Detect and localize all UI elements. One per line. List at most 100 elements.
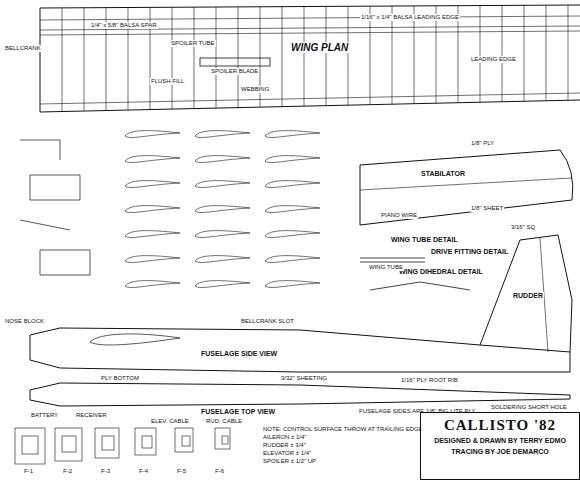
wing-tube-detail bbox=[360, 258, 425, 262]
wing-rib bbox=[480, 6, 481, 103]
part-note: PLY BOTTOM bbox=[100, 375, 140, 382]
airfoil-rib bbox=[125, 131, 180, 138]
wing-rib bbox=[546, 5, 547, 101]
part-note: 1/8" SHEET bbox=[470, 205, 504, 212]
wing-rib bbox=[238, 7, 239, 108]
part-note: 3/16" SQ bbox=[510, 224, 536, 231]
former bbox=[95, 428, 119, 458]
part-note: RECEIVER bbox=[75, 412, 108, 419]
former-cutout bbox=[142, 436, 152, 448]
former-number: F-4 bbox=[138, 468, 149, 475]
former-cutout bbox=[222, 436, 228, 444]
wing-spar bbox=[40, 16, 580, 35]
wing-outline bbox=[40, 5, 580, 112]
former bbox=[175, 428, 193, 452]
part-note: SPOILER TUBE bbox=[170, 40, 216, 47]
airfoil-rib bbox=[125, 181, 180, 188]
part-note: 1/16" PLY ROOT RIB bbox=[400, 377, 459, 384]
airfoil-rib bbox=[265, 156, 320, 163]
airfoil-rib bbox=[195, 131, 250, 138]
credit-line: DESIGNED & DRAWN BY TERRY EDMO bbox=[421, 437, 579, 445]
part-note: BATTERY bbox=[30, 412, 59, 419]
wing-rib bbox=[304, 7, 305, 107]
detail-title: WING DIHEDRAL DETAIL bbox=[398, 268, 484, 276]
wing-rib bbox=[568, 5, 569, 100]
wing-rib bbox=[370, 6, 371, 105]
former bbox=[215, 428, 230, 449]
part-note: 1/16" x 1/4" BALSA LEADING EDGE bbox=[360, 14, 460, 21]
former-number: F-2 bbox=[62, 468, 73, 475]
dihedral-detail bbox=[370, 282, 470, 290]
airfoil-rib bbox=[125, 231, 180, 238]
detail-title: WING TUBE DETAIL bbox=[390, 236, 459, 244]
wing-rib bbox=[392, 6, 393, 104]
airfoil-rib bbox=[265, 181, 320, 188]
note: ELEVATOR ± 1/4" bbox=[262, 450, 312, 457]
airfoil-rib bbox=[125, 256, 180, 263]
former-number: F-3 bbox=[100, 468, 111, 475]
part-note: ELEV. CABLE bbox=[150, 418, 190, 425]
former-number: F-6 bbox=[214, 468, 225, 475]
part-note: LEADING EDGE bbox=[470, 56, 517, 63]
root-rib bbox=[90, 334, 180, 345]
wing-rib bbox=[502, 5, 503, 101]
note: RUDDER ± 3/4" bbox=[262, 442, 307, 449]
airfoil-rib bbox=[265, 231, 320, 238]
part-note: SOLDERING SHORT HOLE bbox=[490, 404, 568, 411]
former bbox=[55, 428, 82, 461]
stabilator-spar bbox=[360, 178, 572, 190]
airfoil-rib bbox=[265, 281, 320, 288]
former-number: F-5 bbox=[176, 468, 187, 475]
wing-rib bbox=[84, 8, 85, 111]
airfoil-rib bbox=[125, 156, 180, 163]
part-note: 1/4" x 5/8" BALSA SPAR bbox=[90, 22, 158, 29]
wing-rib bbox=[216, 7, 217, 108]
wing-rib bbox=[326, 6, 327, 105]
note: AILERON ± 1/4" bbox=[262, 434, 307, 441]
note: NOTE: CONTROL SURFACE THROW AT TRAILING … bbox=[262, 426, 424, 433]
former-number: F-1 bbox=[23, 468, 34, 475]
stabilator-outline bbox=[360, 150, 573, 225]
aileron-horn-detail bbox=[20, 140, 90, 275]
wing-rib bbox=[524, 5, 525, 101]
part-note: SPOILER BLADE bbox=[210, 68, 259, 75]
part-note: WEBBING bbox=[240, 86, 270, 93]
note: SPOILER ± 1/2" UP bbox=[262, 458, 317, 465]
airfoil-rib bbox=[265, 256, 320, 263]
view-title: FUSELAGE SIDE VIEW bbox=[200, 350, 278, 358]
view-title: RUDDER bbox=[512, 292, 544, 300]
wing-trailing-edge bbox=[40, 93, 580, 104]
airfoil-rib bbox=[195, 231, 250, 238]
fuselage-side bbox=[30, 328, 570, 372]
former-cutout bbox=[182, 436, 190, 446]
former bbox=[135, 428, 156, 455]
airfoil-rib bbox=[195, 206, 250, 213]
airfoil-rib bbox=[125, 281, 180, 288]
wing-rib bbox=[194, 7, 195, 108]
former-cutout bbox=[22, 436, 38, 454]
airfoil-rib bbox=[265, 131, 320, 138]
part-note: RUD. CABLE bbox=[205, 418, 243, 425]
part-note: BELLCRANK bbox=[4, 45, 42, 52]
plan-title: CALLISTO '82 bbox=[421, 417, 579, 434]
part-note: PIANO WIRE bbox=[380, 212, 418, 219]
detail-title: DRIVE FITTING DETAIL bbox=[430, 248, 509, 256]
view-title: STABILATOR bbox=[420, 170, 466, 178]
spoiler bbox=[200, 58, 270, 66]
part-note: NOSE BLOCK bbox=[4, 318, 45, 325]
airfoil-rib bbox=[195, 256, 250, 263]
title-block: CALLISTO '82DESIGNED & DRAWN BY TERRY ED… bbox=[420, 412, 580, 480]
view-title: WING PLAN bbox=[290, 42, 349, 53]
credit-line: TRACING BY JOE DEMARCO bbox=[421, 448, 579, 456]
airfoil-rib bbox=[265, 206, 320, 213]
former-cutout bbox=[62, 436, 76, 452]
part-note: FLUSH FILL bbox=[150, 78, 185, 85]
wing-rib bbox=[348, 6, 349, 105]
part-note: 3/32" SHEETING bbox=[280, 375, 328, 382]
airfoil-rib bbox=[195, 281, 250, 288]
airfoil-rib bbox=[125, 206, 180, 213]
part-note: 1/8" PLY bbox=[470, 140, 495, 147]
former bbox=[15, 428, 45, 464]
airfoil-rib bbox=[195, 156, 250, 163]
wing-rib bbox=[282, 7, 283, 107]
